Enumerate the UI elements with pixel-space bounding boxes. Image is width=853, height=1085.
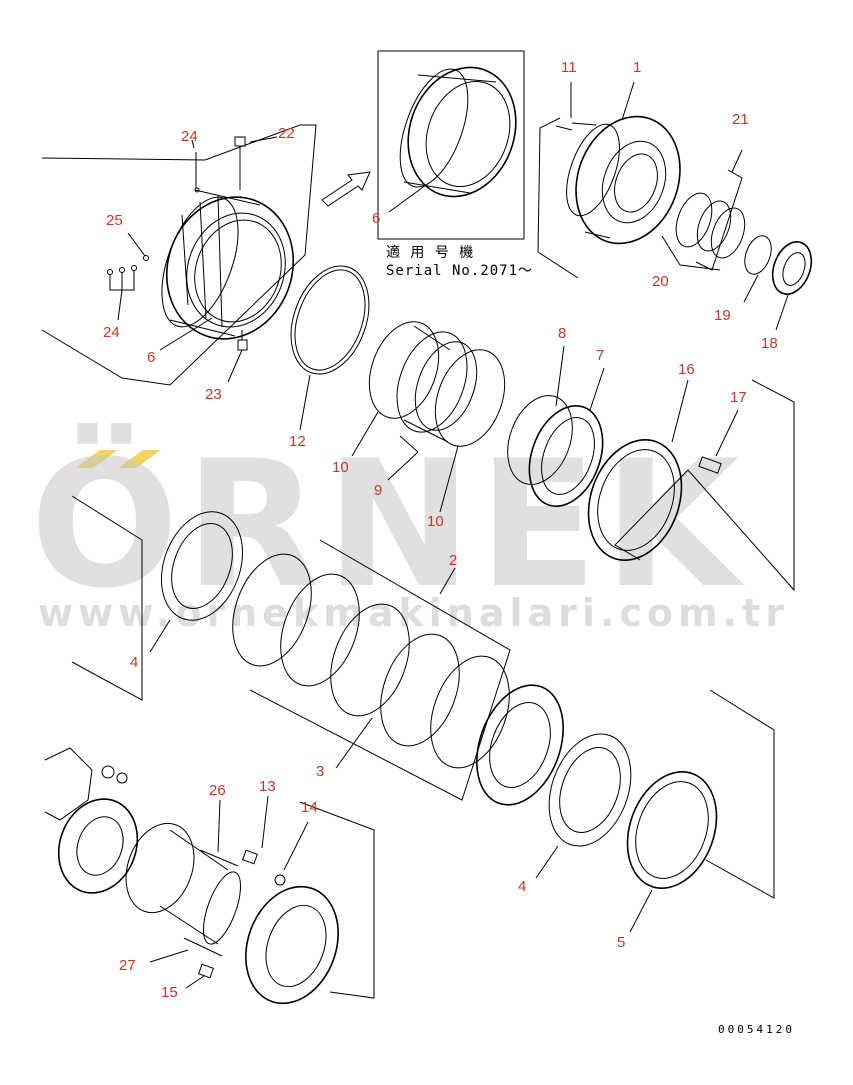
callout-10: 10 xyxy=(427,513,444,530)
callout-12: 12 xyxy=(289,433,306,450)
watermark-accent-mark xyxy=(118,450,161,468)
ring-12 xyxy=(290,265,370,375)
callout-26: 26 xyxy=(209,782,226,799)
piston-9 xyxy=(396,331,468,433)
callout-21: 21 xyxy=(732,111,749,128)
callout-4: 4 xyxy=(130,654,138,671)
axle-hub xyxy=(125,822,195,914)
axle-assembly xyxy=(44,747,375,1005)
watermark-accent-mark xyxy=(75,450,118,468)
hub-assembly xyxy=(537,81,813,331)
friction-disc-last xyxy=(476,684,564,806)
drawing-code: 00054120 xyxy=(718,1023,795,1036)
bolt-17 xyxy=(698,456,722,474)
callout-27: 27 xyxy=(119,957,136,974)
housing-assembly xyxy=(41,124,317,386)
steel-plate-4b xyxy=(548,733,632,847)
bolt-15 xyxy=(198,963,214,979)
plate-16 xyxy=(587,439,683,561)
inset-housing xyxy=(407,66,517,198)
steel-plate-4 xyxy=(160,511,244,621)
callout-11: 11 xyxy=(561,59,577,76)
watermark-brand: ÖRNEK xyxy=(30,422,745,627)
middle-components xyxy=(290,265,795,592)
callout-23: 23 xyxy=(205,386,222,403)
ring-19 xyxy=(744,235,772,275)
watermark-url: www.ornekmakinalari.com.tr xyxy=(38,591,789,635)
group-bracket xyxy=(41,124,317,386)
callout-18: 18 xyxy=(761,335,778,352)
hub-bracket xyxy=(537,117,579,279)
serial-number-label: Serial No.2071～ xyxy=(386,263,533,279)
callout-13: 13 xyxy=(259,778,276,795)
callout-5: 5 xyxy=(617,934,625,951)
watermark: ÖRNEK www.ornekmakinalari.com.tr xyxy=(30,422,789,635)
callout-17: 17 xyxy=(730,389,747,406)
brake-hub xyxy=(245,885,339,1005)
callout-4: 4 xyxy=(518,878,526,895)
bolt-13 xyxy=(242,849,258,865)
callout-16: 16 xyxy=(678,361,695,378)
seal-18 xyxy=(771,241,813,295)
housing-inner xyxy=(186,212,286,328)
callout-25: 25 xyxy=(106,212,123,229)
callout-6: 6 xyxy=(147,349,155,366)
callout-2: 2 xyxy=(449,552,457,569)
clutch-pack xyxy=(71,495,775,933)
callout-9: 9 xyxy=(374,482,382,499)
callout-1: 1 xyxy=(633,59,641,76)
callout-14: 14 xyxy=(301,799,318,816)
end-plate-5 xyxy=(626,771,718,889)
inset-arrow xyxy=(321,171,371,207)
housing-outer xyxy=(165,196,295,340)
callout-24: 24 xyxy=(181,128,198,145)
callout-3: 3 xyxy=(316,763,324,780)
pin-23 xyxy=(237,339,248,351)
inset-frame xyxy=(377,50,525,240)
ring-8 xyxy=(507,395,573,485)
callout-8: 8 xyxy=(558,325,566,342)
callout-15: 15 xyxy=(161,984,178,1001)
serial-inset: 適 用 号 機 Serial No.2071～ xyxy=(321,50,533,279)
callout-6: 6 xyxy=(372,210,380,227)
washer-14 xyxy=(274,874,286,886)
callout-10: 10 xyxy=(332,459,349,476)
snap-ring xyxy=(675,192,713,248)
callout-24: 24 xyxy=(103,324,120,341)
retainer-7 xyxy=(528,404,604,508)
callout-20: 20 xyxy=(652,273,669,290)
ring-10 xyxy=(368,321,440,419)
callout-22: 22 xyxy=(278,125,295,142)
friction-disc xyxy=(232,553,312,667)
hub-flange xyxy=(575,115,681,245)
axle-flange xyxy=(57,798,139,894)
callout-7: 7 xyxy=(596,347,604,364)
bolt-22 xyxy=(234,136,246,147)
callouts: 1 2 3 4 4 5 6 6 7 8 9 10 10 11 12 13 14 … xyxy=(103,59,778,1001)
callout-19: 19 xyxy=(714,307,731,324)
applicable-serial-label: 適 用 号 機 xyxy=(386,244,474,261)
